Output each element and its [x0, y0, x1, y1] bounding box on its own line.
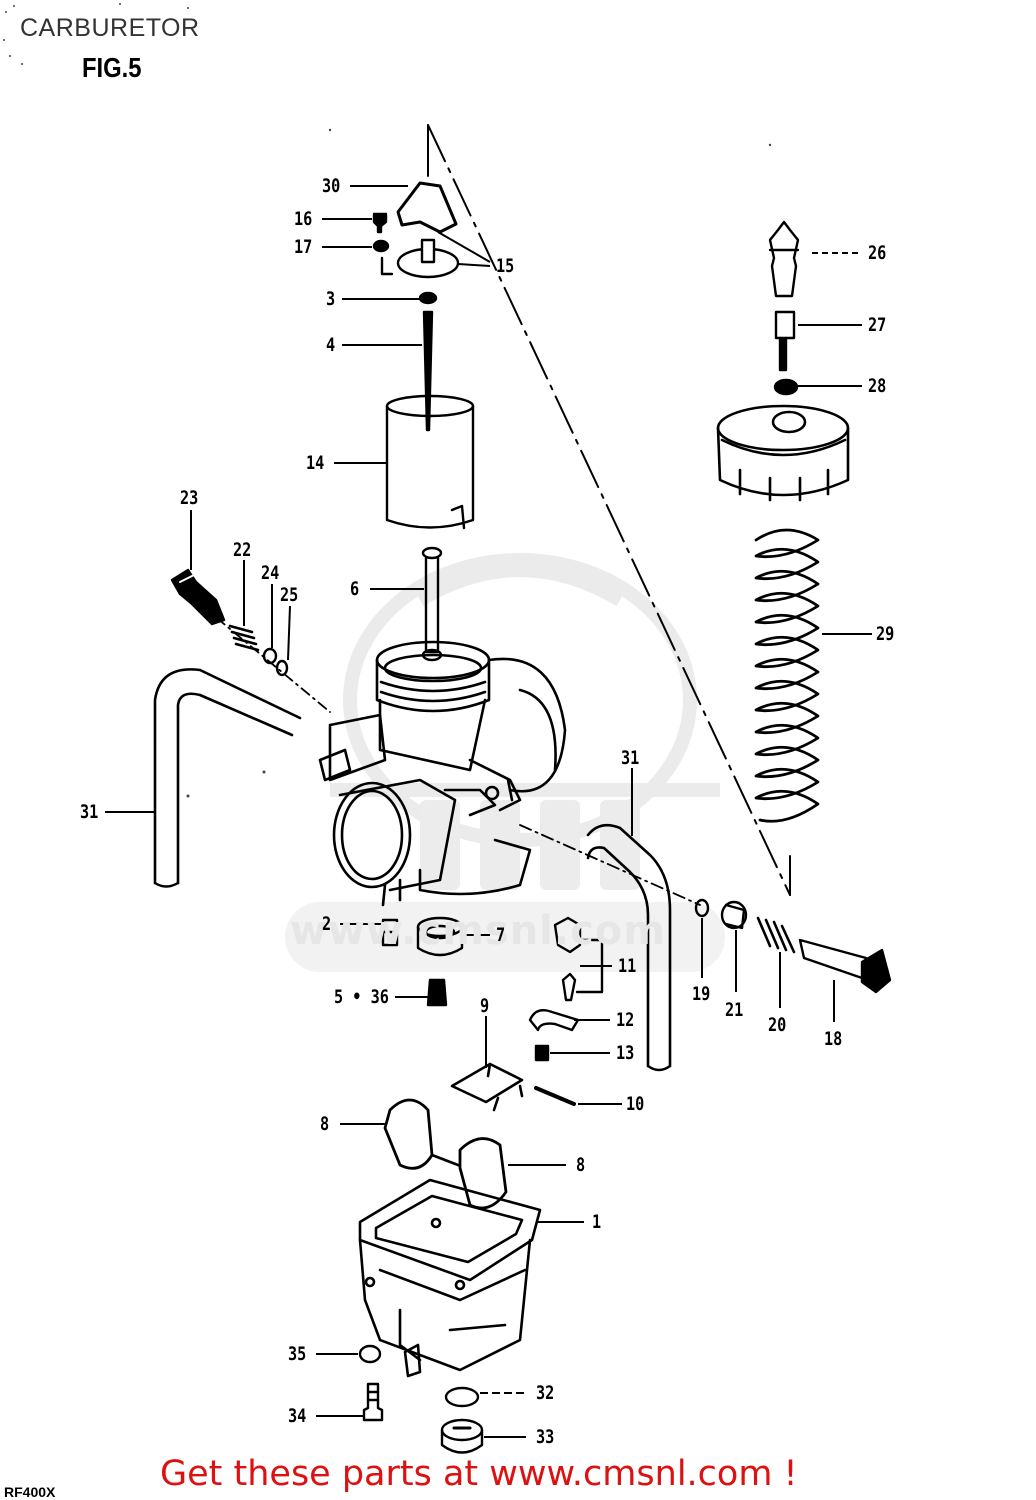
callout-27: 27 [868, 314, 887, 336]
part-35-washer [358, 1344, 382, 1364]
callout-4: 4 [326, 334, 336, 356]
callout-8-left: 8 [320, 1113, 330, 1135]
part-24-washer [262, 647, 278, 665]
part-32-gasket [444, 1386, 480, 1408]
part-28-washer [773, 378, 799, 396]
part-21-washer [720, 900, 748, 930]
part-4-jet-needle [422, 310, 434, 432]
part-27-locknut [774, 310, 796, 340]
callout-5-36: 5 • 36 [334, 986, 389, 1008]
callout-6: 6 [350, 578, 360, 600]
callout-17: 17 [294, 236, 313, 258]
callout-18: 18 [824, 1028, 843, 1050]
callout-7: 7 [496, 924, 506, 946]
part-33-drain-plug [440, 1418, 484, 1454]
part-31-tube-right [586, 823, 672, 1068]
callout-1: 1 [592, 1211, 602, 1233]
callout-20: 20 [768, 1014, 787, 1036]
part-top-cap [716, 404, 850, 502]
part-3-clip [418, 291, 438, 305]
callout-3: 3 [326, 288, 336, 310]
part-16-screw [372, 212, 388, 234]
part-14-throttle-valve [385, 394, 475, 530]
part-5-36-pilot-jet [426, 978, 448, 1007]
callout-21: 21 [725, 999, 744, 1021]
callout-26: 26 [868, 242, 887, 264]
part-23-air-screw [170, 568, 226, 626]
callout-14: 14 [306, 452, 325, 474]
callout-32: 32 [536, 1382, 555, 1404]
part-29-spring [754, 528, 820, 823]
callout-29: 29 [876, 623, 895, 645]
callout-35: 35 [288, 1343, 307, 1365]
air-screw-axis [199, 603, 331, 713]
part-13-screw [534, 1044, 550, 1062]
part-34-bolt [362, 1382, 384, 1422]
callout-10: 10 [626, 1093, 645, 1115]
callout-33: 33 [536, 1426, 555, 1448]
callout-30: 30 [322, 175, 341, 197]
part-1-float-bowl [358, 1178, 542, 1378]
callout-31-left: 31 [80, 801, 99, 823]
part-18-throttle-stop-screw [798, 938, 892, 994]
part-30-top-cap [396, 181, 458, 234]
part-8-float-left [383, 1098, 460, 1170]
part-9-float-arm [450, 1062, 524, 1112]
part-12-clip [528, 1009, 580, 1032]
callout-22: 22 [233, 539, 252, 561]
callout-23: 23 [180, 487, 199, 509]
callout-31-right: 31 [621, 747, 640, 769]
part-19-o-ring [694, 898, 710, 918]
part-7-baffle [416, 916, 464, 957]
assembly-axis-line [427, 124, 791, 896]
part-20-spring [756, 916, 796, 954]
callout-28: 28 [868, 375, 887, 397]
part-10-pin [534, 1086, 576, 1106]
callout-19: 19 [692, 983, 711, 1005]
page-title: CARBURETOR [20, 14, 200, 42]
callout-2: 2 [322, 913, 332, 935]
callout-15: 15 [496, 255, 515, 277]
callout-13: 13 [616, 1042, 635, 1064]
callout-24: 24 [261, 562, 280, 584]
callout-12: 12 [616, 1009, 635, 1031]
part-17-washer [372, 239, 390, 253]
callout-9: 9 [480, 995, 490, 1017]
get-parts-link[interactable]: Get these parts at www.cmsnl.com ! [160, 1454, 798, 1494]
part-31-tube-left [153, 668, 302, 885]
callout-16: 16 [294, 208, 313, 230]
scan-specks [3, 3, 772, 798]
part-22-spring [228, 624, 260, 652]
figure-label: FIG.5 [82, 52, 142, 83]
watermark-text: www.cmsnl.com [290, 908, 666, 954]
part-25-o-ring [275, 659, 289, 677]
part-26-cable-adjuster [768, 220, 800, 298]
part-2-main-jet [381, 918, 399, 947]
callout-11: 11 [618, 955, 637, 977]
model-code: RF400X [4, 1484, 56, 1500]
callout-8-right: 8 [576, 1154, 586, 1176]
carburetor-body [318, 640, 567, 907]
callout-34: 34 [288, 1405, 307, 1427]
callout-25: 25 [280, 584, 299, 606]
leader-lines [105, 185, 872, 1438]
